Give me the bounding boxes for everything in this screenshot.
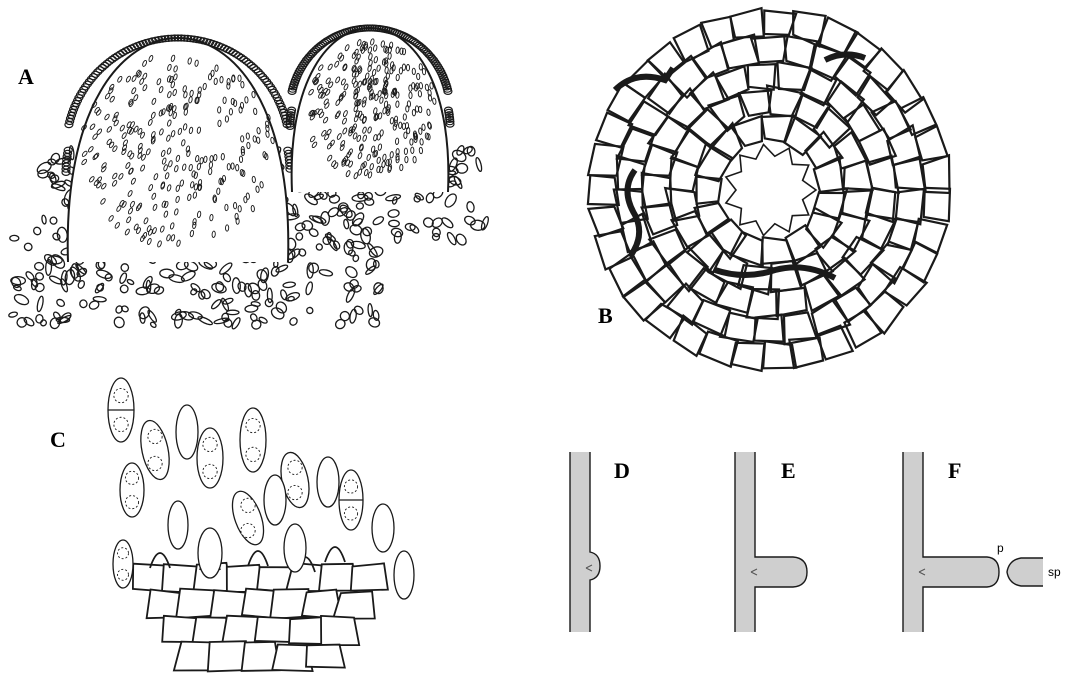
panel-c: C — [0, 370, 470, 681]
perithecium-right — [286, 25, 454, 192]
perithecium-left — [62, 35, 294, 262]
ostiole-section-drawing — [595, 20, 945, 360]
panel-label-d: D — [614, 460, 630, 482]
spore-sp — [1007, 558, 1043, 586]
panel-label-b: B — [598, 305, 613, 327]
main-hypha — [903, 452, 923, 632]
annotation-sp: sp — [1048, 566, 1061, 578]
perithecia-drawing — [0, 0, 520, 335]
panel-a: A — [0, 0, 520, 335]
annotation-p: p — [997, 542, 1004, 554]
main-hypha — [570, 452, 590, 632]
panel-label-e: E — [781, 460, 796, 482]
panel-label-f: F — [948, 460, 961, 482]
panel-label-a: A — [18, 66, 34, 88]
panel-d: D — [560, 440, 680, 640]
branch-bulge — [590, 452, 600, 632]
panel-label-c: C — [50, 429, 66, 451]
panel-b: B — [595, 20, 945, 360]
ostiole-canal — [726, 145, 816, 236]
main-hypha — [735, 452, 755, 632]
conidia-drawing — [0, 370, 470, 681]
branch-with-spore-drawing — [893, 440, 1065, 640]
panel-e: E — [725, 440, 855, 640]
cell-cluster — [133, 547, 388, 671]
panel-f: F p sp — [893, 440, 1065, 640]
